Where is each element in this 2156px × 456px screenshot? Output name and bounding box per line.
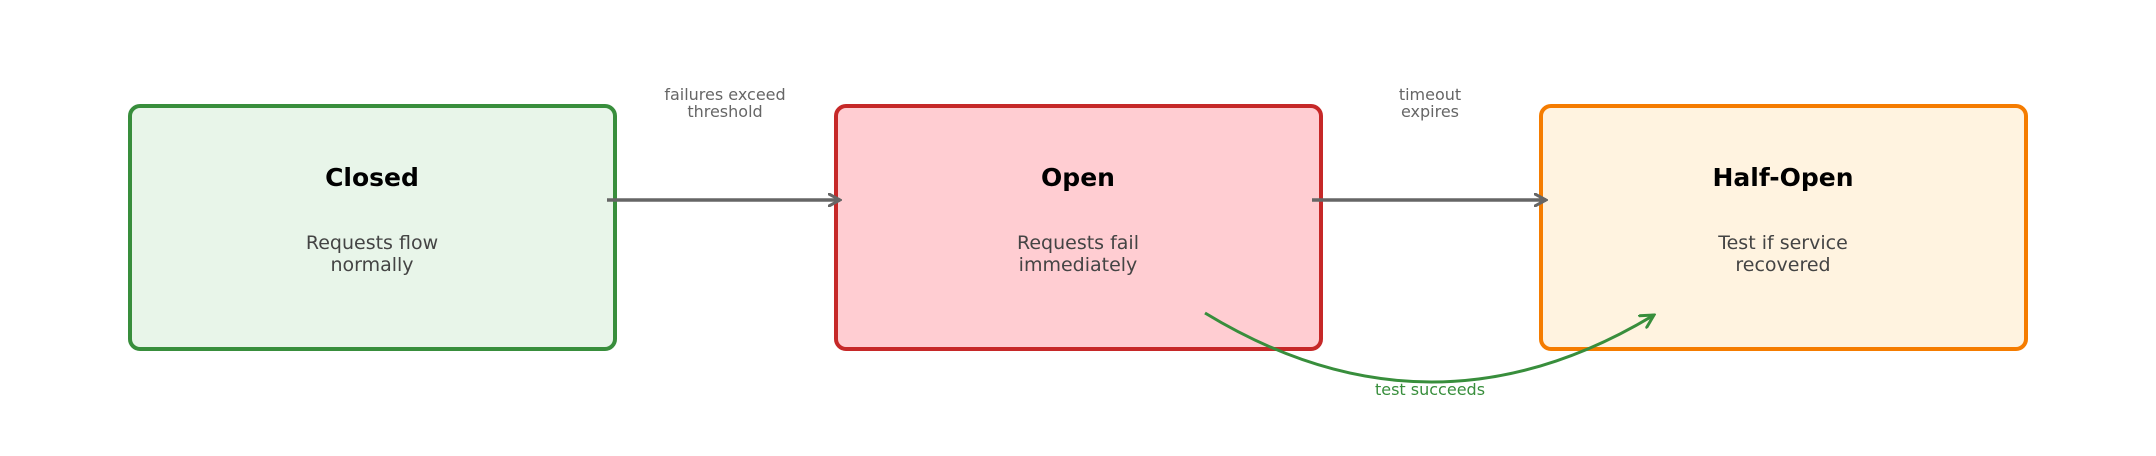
state-half-open-title: Half-Open (1712, 163, 1853, 192)
state-open-box (834, 104, 1323, 351)
state-closed-desc-line2: normally (330, 254, 413, 276)
state-half-open-box (1539, 104, 2028, 351)
state-open-desc-line1: Requests fail (1017, 232, 1139, 254)
state-closed-desc-line1: Requests flow (306, 232, 438, 254)
state-half-open: Half-Open Test if service recovered (1539, 104, 2028, 351)
transition-label-failures-line1: failures exceed (664, 85, 785, 104)
state-half-open-desc-line1: Test if service (1717, 232, 1848, 254)
transition-closed-to-open: failures exceed threshold (607, 85, 840, 200)
arrow-test-succeeds (1204, 311, 1654, 384)
transition-label-failures-line2: threshold (687, 102, 762, 121)
transition-label-timeout-line1: timeout (1399, 85, 1461, 104)
state-closed-box (128, 104, 617, 351)
state-closed-title: Closed (325, 163, 419, 192)
transition-label-test-succeeds: test succeeds (1375, 380, 1485, 399)
state-half-open-desc-line2: recovered (1735, 254, 1830, 276)
state-open-desc-line2: immediately (1019, 254, 1138, 276)
state-open: Open Requests fail immediately (834, 104, 1323, 351)
transition-open-to-half-open: timeout expires (1312, 85, 1546, 200)
transition-label-timeout-line2: expires (1401, 102, 1459, 121)
transition-test-succeeds: test succeeds (1204, 311, 1654, 399)
state-open-title: Open (1041, 163, 1115, 192)
state-closed: Closed Requests flow normally (128, 104, 617, 351)
